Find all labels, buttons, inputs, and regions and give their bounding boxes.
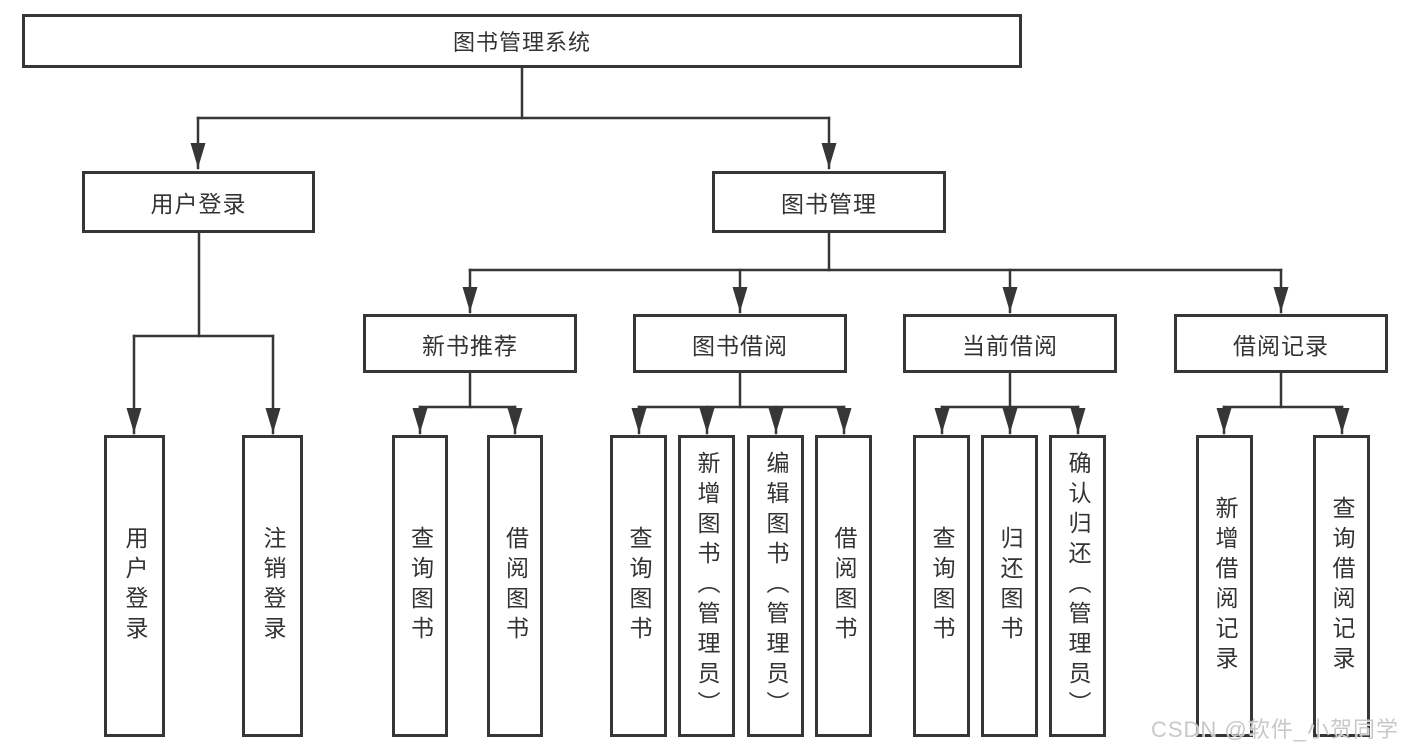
node-user-login: 用户登录 — [82, 171, 315, 233]
csdn-watermark: CSDN @软件_小贺同学 — [1150, 717, 1399, 742]
node-leaf-bb-add-book-admin: 新增图书（管理员） — [678, 435, 735, 737]
node-leaf-br-query-record: 查询借阅记录 — [1313, 435, 1370, 737]
node-leaf-cb-confirm-return-admin: 确认归还（管理员） — [1049, 435, 1106, 737]
node-borrow-records: 借阅记录 — [1174, 314, 1388, 373]
node-leaf-cb-return-book-label: 归还图书 — [997, 526, 1023, 646]
node-leaf-br-add-record: 新增借阅记录 — [1196, 435, 1253, 737]
node-leaf-cb-query-books-label: 查询图书 — [929, 526, 955, 646]
node-root-label: 图书管理系统 — [452, 30, 591, 55]
node-book-borrow: 图书借阅 — [633, 314, 847, 373]
node-leaf-bb-edit-book-admin-label: 编辑图书（管理员） — [763, 451, 789, 721]
node-leaf-logout-label: 注销登录 — [260, 526, 286, 646]
node-new-book-rec-label: 新书推荐 — [422, 332, 518, 359]
node-current-borrow-label: 当前借阅 — [962, 332, 1058, 359]
node-leaf-user-login-label: 用户登录 — [122, 526, 148, 646]
node-book-mgmt: 图书管理 — [712, 171, 946, 233]
node-leaf-bb-query-books: 查询图书 — [610, 435, 667, 737]
node-leaf-bb-add-book-admin-label: 新增图书（管理员） — [694, 451, 720, 721]
node-leaf-nbr-query-books: 查询图书 — [392, 435, 448, 737]
node-leaf-nbr-borrow-books: 借阅图书 — [487, 435, 543, 737]
node-book-borrow-label: 图书借阅 — [692, 332, 788, 359]
node-leaf-cb-confirm-return-admin-label: 确认归还（管理员） — [1065, 451, 1091, 721]
node-root: 图书管理系统 — [22, 14, 1022, 68]
node-user-login-label: 用户登录 — [150, 191, 247, 217]
node-leaf-bb-borrow-books: 借阅图书 — [815, 435, 872, 737]
node-leaf-bb-edit-book-admin: 编辑图书（管理员） — [747, 435, 804, 737]
node-leaf-br-query-record-label: 查询借阅记录 — [1329, 496, 1355, 676]
node-leaf-cb-return-book: 归还图书 — [981, 435, 1038, 737]
node-leaf-user-login: 用户登录 — [104, 435, 165, 737]
node-leaf-nbr-borrow-books-label: 借阅图书 — [502, 526, 529, 646]
node-borrow-records-label: 借阅记录 — [1233, 332, 1329, 359]
node-leaf-br-add-record-label: 新增借阅记录 — [1212, 496, 1238, 676]
node-current-borrow: 当前借阅 — [903, 314, 1117, 373]
node-book-mgmt-label: 图书管理 — [781, 191, 877, 217]
node-leaf-bb-query-books-label: 查询图书 — [626, 526, 652, 646]
node-leaf-cb-query-books: 查询图书 — [913, 435, 970, 737]
node-leaf-nbr-query-books-label: 查询图书 — [407, 526, 434, 646]
node-new-book-rec: 新书推荐 — [363, 314, 577, 373]
node-leaf-bb-borrow-books-label: 借阅图书 — [831, 526, 857, 646]
node-leaf-logout: 注销登录 — [242, 435, 303, 737]
